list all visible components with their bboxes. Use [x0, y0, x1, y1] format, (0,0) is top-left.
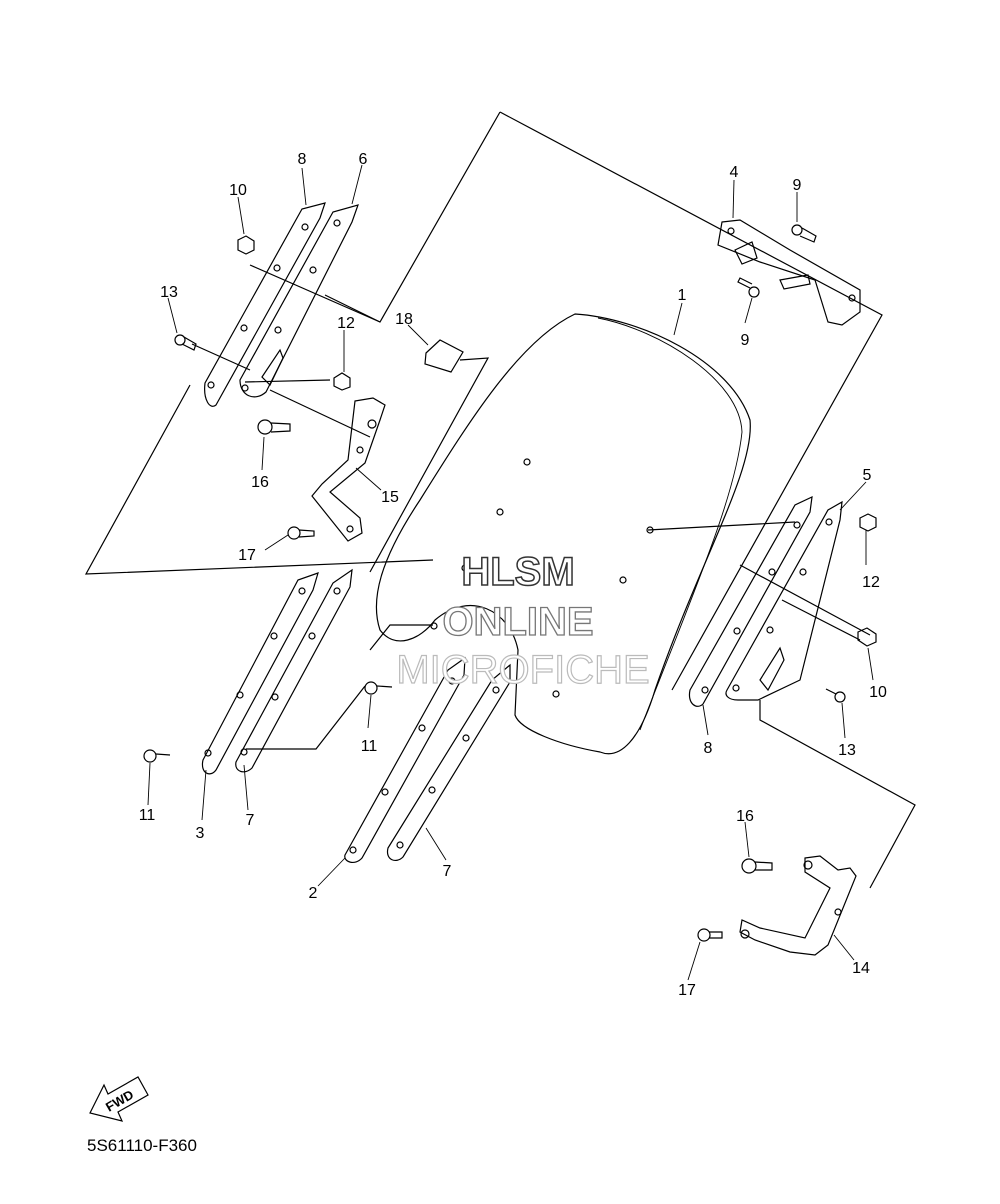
part-8-stay-right[interactable] — [688, 495, 813, 707]
callout-18: 18 — [395, 311, 413, 328]
part-11-screw-left[interactable] — [143, 749, 171, 763]
part-13-screw-left[interactable] — [174, 334, 197, 351]
part-9-bolt-bottom[interactable] — [737, 277, 760, 298]
callout-4: 4 — [730, 164, 739, 181]
diagram-code: 5S61110-F360 — [87, 1136, 197, 1155]
callout-6: 6 — [359, 151, 368, 168]
callout-5: 5 — [863, 467, 872, 484]
callout-17a: 17 — [238, 547, 256, 564]
fwd-arrow-icon: FWD — [89, 1076, 149, 1122]
callout-12b: 12 — [862, 574, 880, 591]
part-2-stay[interactable] — [344, 656, 466, 864]
callout-10b: 10 — [869, 684, 887, 701]
callout-2: 2 — [309, 885, 318, 902]
callout-16b: 16 — [736, 808, 754, 825]
part-8-stay-left[interactable] — [204, 202, 326, 407]
part-7-stay-center[interactable] — [386, 663, 511, 861]
callout-17b: 17 — [678, 982, 696, 999]
callout-3: 3 — [196, 825, 205, 842]
watermark-line-1: HLSM — [461, 550, 574, 594]
callout-10a: 10 — [229, 182, 247, 199]
leader-lines — [147, 164, 874, 981]
callout-11a: 11 — [139, 807, 156, 824]
part-18-pad[interactable] — [424, 339, 464, 373]
callout-15: 15 — [381, 489, 399, 506]
callout-labels: 1 2 3 4 5 6 7 7 8 8 9 9 10 10 11 11 12 1… — [139, 151, 887, 999]
part-4-upper-bracket[interactable] — [717, 219, 861, 326]
callout-1: 1 — [678, 287, 687, 304]
watermark-line-2: ONLINE — [442, 600, 593, 644]
callout-9a: 9 — [793, 177, 802, 194]
part-10-nut-left[interactable] — [237, 235, 255, 255]
part-17-screw-left[interactable] — [287, 526, 315, 540]
part-7-stay-left[interactable] — [235, 568, 353, 773]
guide-lines — [191, 343, 371, 438]
part-12-nut-right[interactable] — [859, 513, 877, 532]
guide-lines-right — [647, 521, 916, 889]
part-17-screw-right[interactable] — [697, 928, 723, 942]
part-16-bolt-right[interactable] — [741, 858, 773, 874]
part-11-screw-center[interactable] — [364, 681, 393, 695]
part-3-stay[interactable] — [201, 572, 319, 775]
callout-7a: 7 — [246, 812, 255, 829]
guide-lines-lower — [246, 624, 433, 750]
part-12-nut-left[interactable] — [333, 372, 351, 391]
part-9-bolt-top[interactable] — [791, 224, 817, 243]
part-13-screw-right[interactable] — [825, 688, 846, 703]
part-6-stay-left[interactable] — [239, 204, 359, 398]
callout-11b: 11 — [361, 738, 378, 755]
callout-8b: 8 — [704, 740, 713, 757]
watermark: HLSM ONLINE MICROFICHE — [396, 549, 651, 692]
part-5-stay-right[interactable] — [725, 500, 843, 701]
watermark-line-3: MICROFICHE — [396, 648, 649, 692]
windshield-frame-lines — [84, 111, 883, 691]
part-10-nut-right[interactable] — [857, 627, 877, 647]
part-15-bracket-left[interactable] — [311, 397, 386, 542]
callout-13a: 13 — [160, 284, 178, 301]
callout-9b: 9 — [741, 332, 750, 349]
part-14-bracket-right[interactable] — [739, 855, 857, 956]
part-1-windshield[interactable] — [375, 313, 751, 755]
callout-14: 14 — [852, 960, 870, 977]
part-16-bolt-left[interactable] — [257, 419, 291, 435]
callout-7b: 7 — [443, 863, 452, 880]
callout-12a: 12 — [337, 315, 355, 332]
guide-line — [249, 264, 381, 323]
callout-16a: 16 — [251, 474, 269, 491]
callout-13b: 13 — [838, 742, 856, 759]
callout-8a: 8 — [298, 151, 307, 168]
